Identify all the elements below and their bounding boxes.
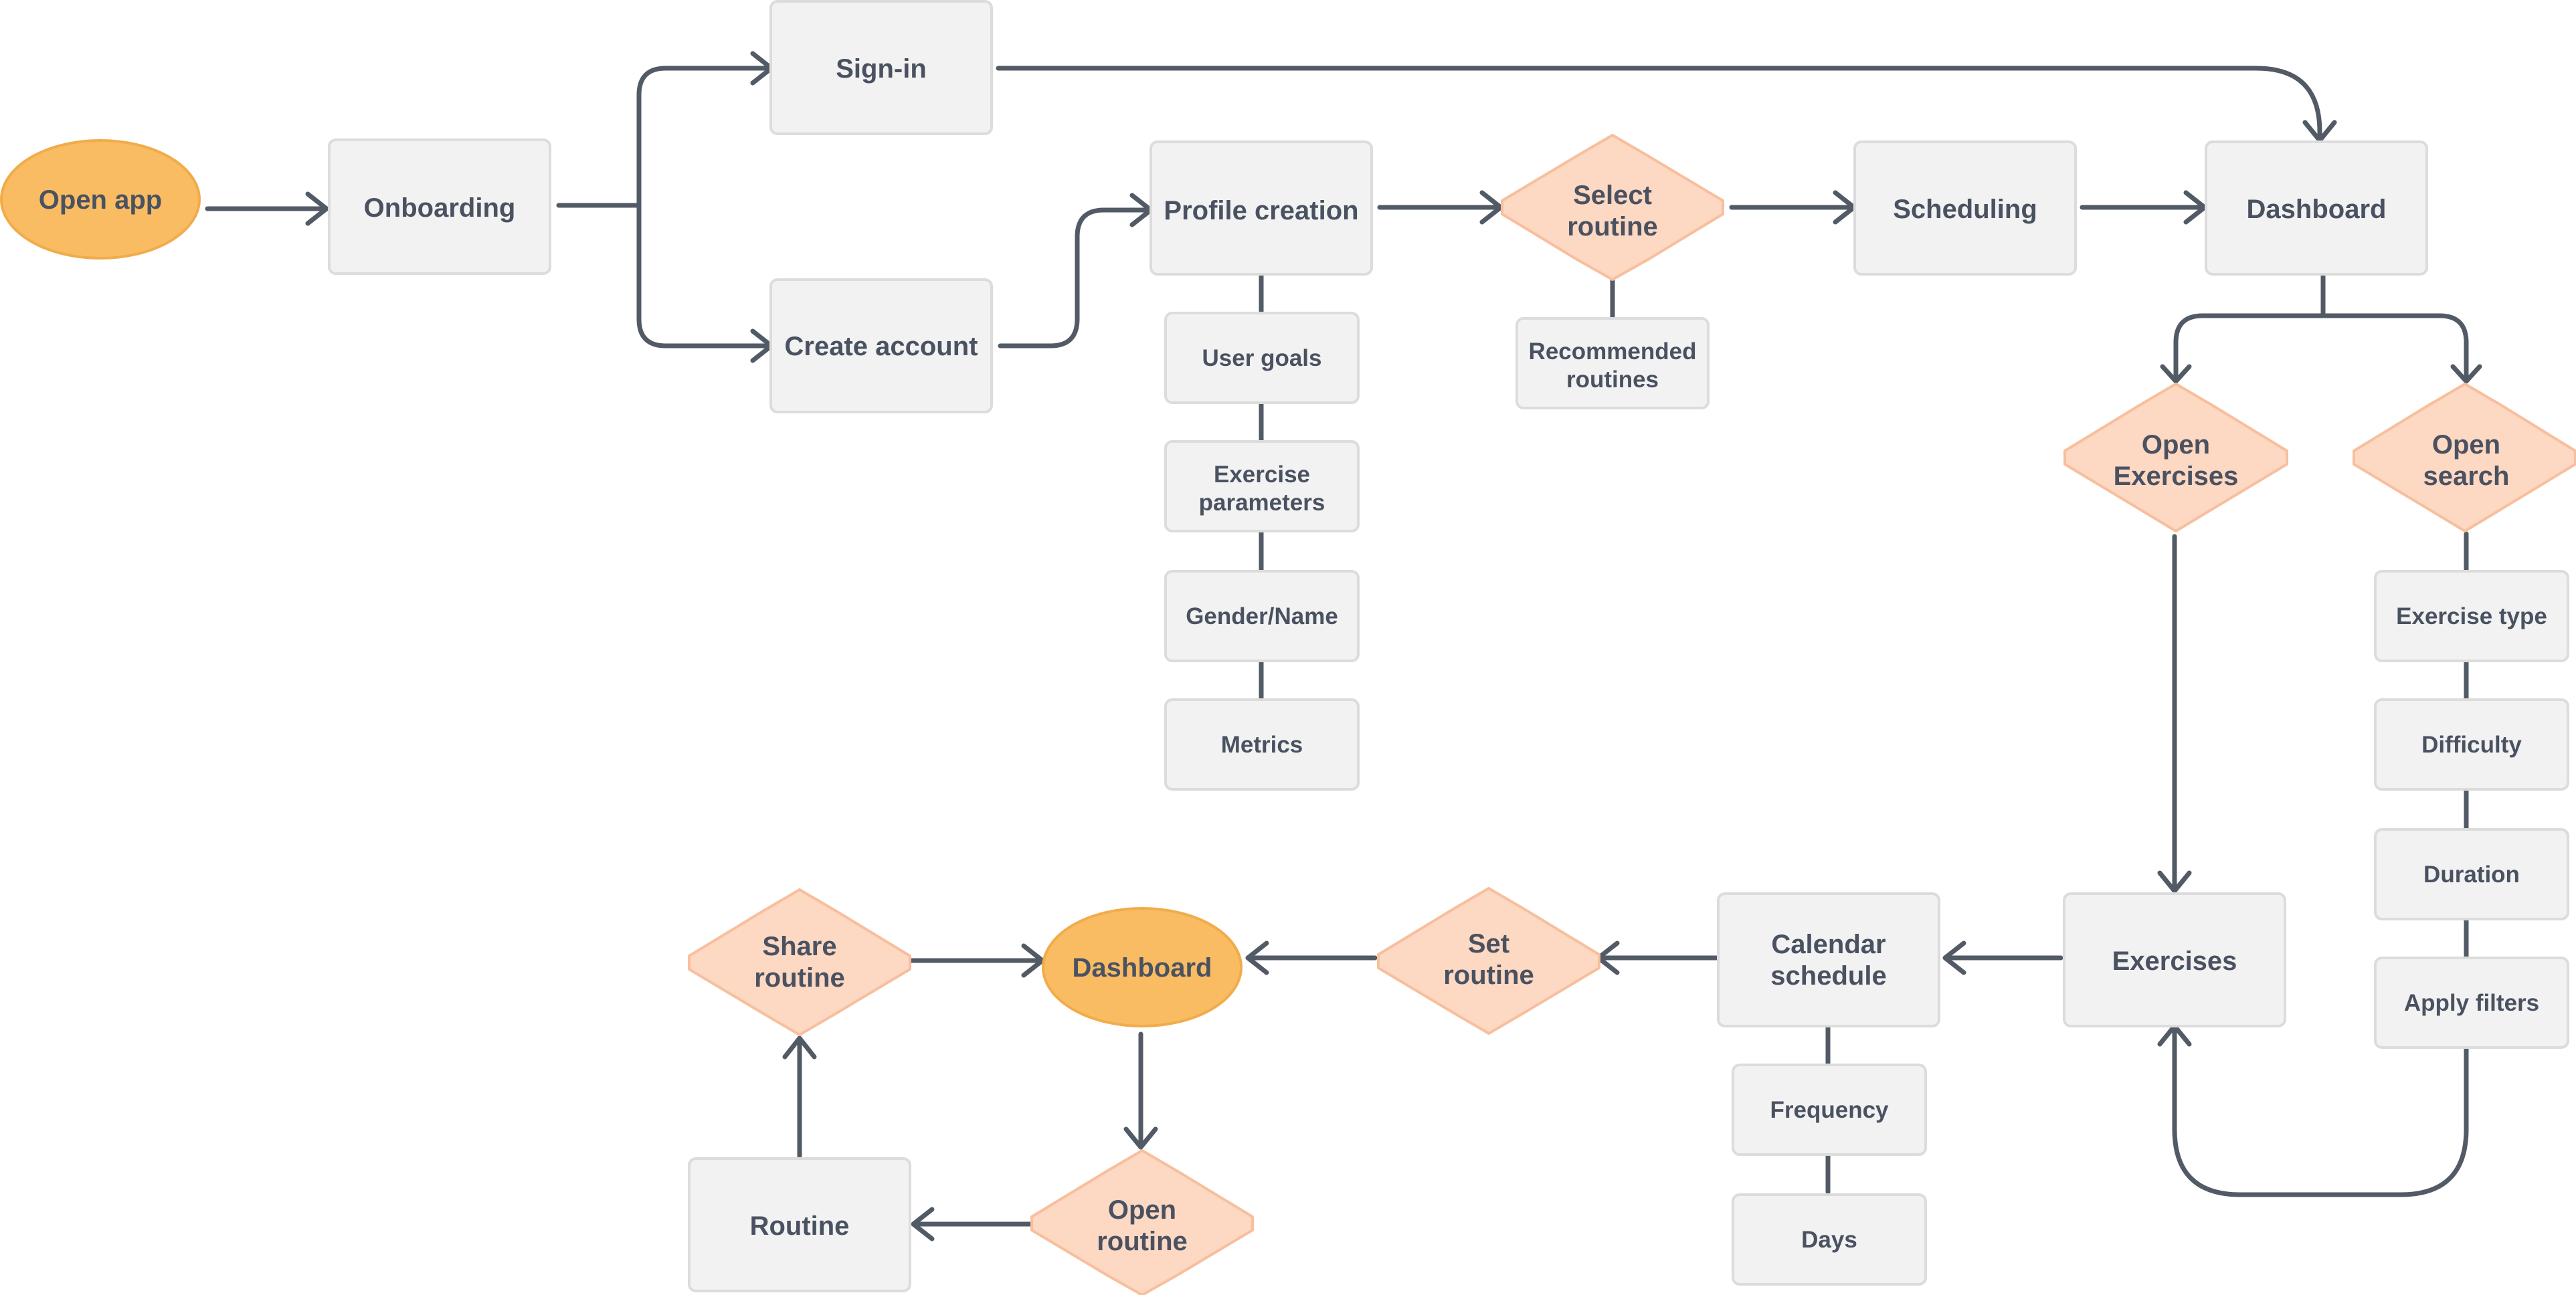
node-exercises-label: Exercises bbox=[2112, 947, 2237, 976]
node-duration-label: Duration bbox=[2423, 862, 2520, 888]
node-days: Days bbox=[1732, 1193, 1927, 1286]
node-calendar-schedule-line-1: Calendar bbox=[1771, 930, 1885, 959]
node-onboarding-label: Onboarding bbox=[364, 193, 516, 223]
node-profile-creation: Profile creation bbox=[1149, 140, 1373, 276]
node-create-account: Create account bbox=[769, 278, 993, 413]
node-routine: Routine bbox=[688, 1157, 911, 1292]
arrowhead-routine bbox=[911, 1207, 935, 1241]
node-open-routine: Open routine bbox=[1030, 1149, 1254, 1295]
node-exercise-type: Exercise type bbox=[2374, 570, 2569, 662]
node-profile-creation-label: Profile creation bbox=[1164, 196, 1358, 225]
node-gender-name-label: Gender/Name bbox=[1186, 603, 1338, 629]
node-days-label: Days bbox=[1801, 1227, 1857, 1253]
node-dashboard-top: Dashboard bbox=[2205, 140, 2428, 276]
connector-dashboard-split bbox=[2173, 273, 2469, 382]
node-select-routine: Select routine bbox=[1501, 134, 1724, 281]
connector-sign-in-dashboard bbox=[996, 66, 2322, 141]
node-user-goals-label: User goals bbox=[1202, 345, 1322, 371]
node-metrics: Metrics bbox=[1164, 698, 1360, 791]
node-apply-filters: Apply filters bbox=[2374, 957, 2569, 1049]
node-share-routine-line-1: Share bbox=[762, 932, 836, 961]
node-exercise-parameters: Exercise parameters bbox=[1164, 440, 1360, 532]
node-difficulty-label: Difficulty bbox=[2421, 732, 2522, 758]
arrowhead-dashboard-bottom bbox=[1245, 940, 1269, 975]
node-routine-label: Routine bbox=[750, 1211, 850, 1241]
arrowhead-exercises bbox=[2157, 870, 2192, 894]
node-exercises: Exercises bbox=[2063, 892, 2286, 1027]
node-share-routine-line-2: routine bbox=[754, 963, 845, 993]
node-recommended-routines-line-2: routines bbox=[1566, 367, 1659, 393]
node-open-exercises-line-1: Open bbox=[2142, 430, 2210, 460]
node-exercise-type-label: Exercise type bbox=[2396, 603, 2547, 629]
node-scheduling-label: Scheduling bbox=[1893, 195, 2037, 224]
node-open-app: Open app bbox=[0, 139, 201, 260]
node-scheduling: Scheduling bbox=[1853, 140, 2077, 276]
node-open-routine-line-2: routine bbox=[1097, 1227, 1188, 1256]
connector-filters-loop-exercises bbox=[2172, 1026, 2469, 1197]
node-user-goals: User goals bbox=[1164, 312, 1360, 404]
arrowhead-open-exercises bbox=[2160, 364, 2192, 384]
node-open-routine-line-1: Open bbox=[1108, 1195, 1176, 1225]
connector-branch-sign-in bbox=[636, 66, 772, 348]
node-duration: Duration bbox=[2374, 828, 2569, 920]
node-sign-in: Sign-in bbox=[769, 0, 993, 135]
node-set-routine-line-2: routine bbox=[1443, 961, 1534, 990]
node-frequency-label: Frequency bbox=[1770, 1097, 1890, 1123]
node-share-routine: Share routine bbox=[688, 888, 911, 1036]
arrowhead-calendar bbox=[1942, 940, 1966, 975]
node-set-routine: Set routine bbox=[1377, 887, 1600, 1035]
node-sign-in-label: Sign-in bbox=[836, 54, 927, 84]
node-exercise-parameters-line-2: parameters bbox=[1199, 490, 1325, 516]
node-exercise-parameters-line-1: Exercise bbox=[1214, 462, 1310, 488]
node-select-routine-line-2: routine bbox=[1567, 212, 1658, 241]
node-select-routine-line-1: Select bbox=[1573, 181, 1652, 210]
connector-create-account-profile bbox=[998, 207, 1152, 348]
arrowhead-onboarding bbox=[305, 191, 329, 226]
arrowhead-open-search bbox=[2450, 364, 2482, 384]
node-dashboard-top-label: Dashboard bbox=[2247, 195, 2387, 224]
node-open-search-line-2: search bbox=[2423, 462, 2510, 491]
node-onboarding: Onboarding bbox=[328, 138, 551, 275]
arrowhead-share-routine bbox=[782, 1035, 817, 1060]
node-dashboard-bottom-label: Dashboard bbox=[1073, 953, 1212, 983]
node-difficulty: Difficulty bbox=[2374, 698, 2569, 791]
node-open-app-label: Open app bbox=[39, 185, 162, 215]
node-recommended-routines: Recommended routines bbox=[1515, 317, 1710, 409]
node-set-routine-line-1: Set bbox=[1468, 929, 1509, 959]
node-recommended-routines-line-1: Recommended bbox=[1529, 338, 1697, 365]
node-frequency: Frequency bbox=[1732, 1064, 1927, 1156]
node-metrics-label: Metrics bbox=[1221, 732, 1303, 758]
node-open-exercises-line-2: Exercises bbox=[2114, 462, 2239, 491]
arrowhead-open-routine bbox=[1123, 1126, 1158, 1150]
node-calendar-schedule: Calendar schedule bbox=[1717, 892, 1940, 1027]
node-open-search: Open search bbox=[2353, 383, 2576, 532]
node-open-search-line-1: Open bbox=[2432, 430, 2500, 460]
node-calendar-schedule-line-2: schedule bbox=[1770, 961, 1886, 991]
node-dashboard-bottom: Dashboard bbox=[1042, 907, 1243, 1027]
node-open-exercises: Open Exercises bbox=[2063, 383, 2288, 532]
node-gender-name: Gender/Name bbox=[1164, 570, 1360, 662]
node-create-account-label: Create account bbox=[785, 332, 978, 361]
node-apply-filters-label: Apply filters bbox=[2404, 990, 2539, 1016]
